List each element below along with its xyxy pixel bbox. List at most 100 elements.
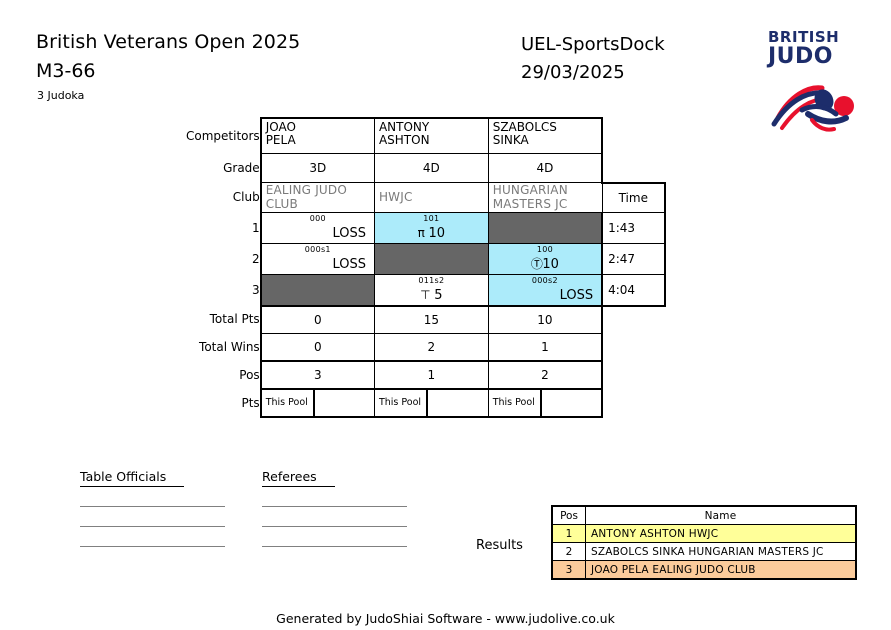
competitor-grade-2: 4D (373, 153, 489, 183)
referees-lines (262, 506, 407, 547)
results-row-1: 1 ANTONY ASHTON HWJC (551, 524, 857, 543)
judoka-count: 3 Judoka (37, 89, 85, 102)
total-pts-3: 10 (487, 304, 604, 334)
results-name-2: SZABOLCS SINKA HUNGARIAN MASTERS JC (585, 542, 857, 561)
final-pos-2: 1 (373, 359, 489, 389)
total-pts-2: 15 (373, 304, 489, 334)
results-label: Results (476, 538, 523, 553)
match-score-1-2: π 10 (375, 226, 488, 241)
pts-value-3[interactable] (542, 390, 601, 416)
signature-line[interactable] (80, 506, 225, 507)
match-code-1-2: 101 (423, 213, 440, 223)
competitor-club-1: EALING JUDO CLUB (259, 182, 375, 213)
spacer-cell (602, 389, 665, 417)
spacer-cell (602, 361, 665, 389)
signature-line[interactable] (262, 546, 407, 547)
table-row-match-2: 2 000s1 LOSS 100 Ⓣ10 2:47 (186, 242, 666, 275)
pts-pool-label-3: This Pool (489, 389, 542, 416)
signature-line[interactable] (80, 546, 225, 547)
match-points-3-2: 5 (434, 287, 443, 303)
pool-table: Competitors JOAO PELA ANTONY ASHTON SZAB… (186, 117, 666, 418)
row-label-total-wins: Total Wins (199, 339, 260, 354)
match-cell-1-1: 000 LOSS (259, 211, 375, 244)
results-name-1: ANTONY ASHTON HWJC (585, 524, 857, 543)
signature-line[interactable] (262, 506, 407, 507)
wazaari-icon: ⊤ (420, 287, 431, 302)
pts-value-1[interactable] (315, 390, 374, 416)
pts-pool-label-1: This Pool (262, 389, 315, 416)
competitor-last-name-1: PELA (265, 132, 296, 147)
match-time-1: 1:43 (601, 211, 666, 244)
match-points-1-2: 10 (428, 225, 446, 241)
results-pos-3: 3 (551, 560, 586, 580)
final-pos-3: 2 (487, 359, 604, 389)
pts-pool-label-2: This Pool (375, 389, 428, 416)
row-label-pts: Pts (241, 395, 260, 410)
match-cell-3-2: 011s2 ⊤ 5 (373, 273, 489, 306)
footer-text: Generated by JudoShiai Software - www.ju… (276, 611, 615, 626)
pts-cell-3: This Pool (487, 387, 604, 418)
logo-text-british: BRITISH (768, 28, 840, 46)
results-pos-2: 2 (551, 542, 586, 561)
spacer-cell (602, 118, 665, 154)
match-score-2-3: Ⓣ10 (489, 255, 601, 272)
competitor-club-2: HWJC (373, 182, 489, 213)
match-cell-2-1: 000s1 LOSS (259, 242, 375, 275)
row-label-match-3: 3 (252, 282, 260, 297)
table-officials-title: Table Officials (80, 469, 185, 487)
results-row-2: 2 SZABOLCS SINKA HUNGARIAN MASTERS JC (551, 542, 857, 561)
spacer-cell (602, 333, 665, 361)
table-row-competitors: Competitors JOAO PELA ANTONY ASHTON SZAB… (186, 117, 665, 154)
match-points-2-3: 10 (542, 256, 559, 272)
column-header-time: Time (601, 181, 666, 213)
competitor-name-3: SZABOLCS SINKA (487, 117, 604, 154)
match-cell-1-3-blocked (487, 211, 604, 244)
spacer-cell (602, 154, 665, 183)
match-code-2-3: 100 (536, 244, 553, 254)
table-row-total-wins: Total Wins 0 2 1 (186, 332, 665, 361)
match-cell-2-3: 100 Ⓣ10 (487, 242, 604, 275)
table-row-total-pts: Total Pts 0 15 10 (186, 304, 665, 334)
table-officials-lines (80, 506, 225, 547)
match-code-1-1: 000 (309, 213, 326, 223)
table-row-match-1: 1 000 LOSS 101 π 10 1:43 (186, 211, 666, 244)
spacer-cell (602, 306, 665, 334)
competitor-club-3: HUNGARIAN MASTERS JC (487, 182, 603, 213)
total-pts-1: 0 (259, 304, 375, 334)
venue-name: UEL-SportsDock (521, 34, 665, 55)
pts-value-2[interactable] (428, 390, 488, 416)
table-row-grade: Grade 3D 4D 4D (186, 153, 665, 183)
pts-cell-2: This Pool (373, 387, 489, 418)
competitor-name-2: ANTONY ASHTON (373, 117, 489, 154)
results-pos-1: 1 (551, 524, 586, 543)
match-code-3-2: 011s2 (418, 275, 445, 285)
table-row-club: Club EALING JUDO CLUB HWJC HUNGARIAN MAS… (186, 181, 666, 213)
final-pos-1: 3 (259, 359, 375, 389)
match-cell-2-2-blocked (373, 242, 489, 275)
event-date: 29/03/2025 (521, 62, 625, 83)
row-label-club: Club (232, 190, 260, 205)
ippon-icon: π (417, 225, 425, 240)
competitor-first-name-3: SZABOLCS (492, 120, 557, 134)
match-cell-3-3: 000s2 LOSS (487, 273, 604, 306)
competitor-last-name-2: ASHTON (378, 132, 430, 147)
row-label-match-2: 2 (252, 251, 260, 266)
total-wins-1: 0 (259, 332, 375, 361)
results-column-header-pos: Pos (551, 505, 586, 525)
results-row-3: 3 JOAO PELA EALING JUDO CLUB (551, 560, 857, 580)
match-result-2-1: LOSS (332, 256, 366, 272)
signature-line[interactable] (80, 526, 225, 527)
table-row-pos: Pos 3 1 2 (186, 359, 665, 389)
match-cell-1-2: 101 π 10 (373, 211, 489, 244)
match-result-3-3: LOSS (559, 287, 594, 303)
signature-line[interactable] (262, 526, 407, 527)
referees-group: Referees (262, 466, 407, 547)
match-result-1-1: LOSS (332, 225, 366, 241)
row-label-grade: Grade (223, 161, 260, 175)
pts-cell-1: This Pool (259, 387, 375, 418)
circled-t-icon: Ⓣ (530, 256, 543, 271)
competitor-first-name-1: JOAO (265, 120, 296, 134)
table-officials-group: Table Officials (80, 466, 225, 547)
total-wins-2: 2 (373, 332, 489, 361)
match-time-3: 4:04 (601, 273, 666, 307)
